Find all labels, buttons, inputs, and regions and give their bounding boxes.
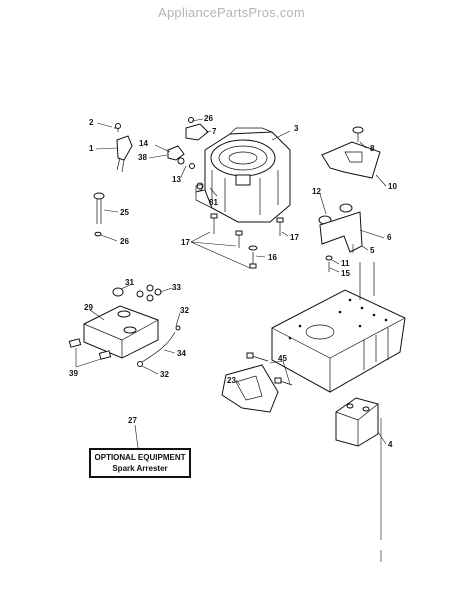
optional-equipment-title: OPTIONAL EQUIPMENT — [94, 453, 186, 462]
callout-3: 3 — [294, 124, 299, 133]
callout-4: 4 — [388, 440, 393, 449]
callout-39: 39 — [69, 369, 78, 378]
callout-17-left: 17 — [181, 238, 190, 247]
callout-15: 14 — [139, 139, 148, 148]
callout-34: 33 — [172, 283, 181, 292]
frame-plate — [271, 262, 406, 393]
callout-11: 11 — [341, 259, 350, 268]
callout-5: 5 — [370, 246, 375, 255]
engine-assembly — [195, 127, 291, 223]
callout-12: 15 — [341, 269, 350, 278]
fuel-fittings — [167, 117, 209, 193]
callout-6: 6 — [387, 233, 392, 242]
callout-17-right: 17 — [290, 233, 299, 242]
callout-81: 81 — [209, 198, 218, 207]
callout-27: 26 — [204, 114, 213, 123]
throttle-control — [114, 123, 133, 173]
leader-lines — [75, 118, 387, 562]
callout-45: 45 — [278, 354, 287, 363]
callout-38: 38 — [138, 153, 147, 162]
callout-14: 13 — [172, 175, 181, 184]
callout-32: 31 — [125, 278, 134, 287]
optional-kit-parts — [68, 284, 181, 367]
screw-and-washer — [93, 192, 105, 237]
callout-7: 7 — [212, 127, 217, 136]
site-watermark: AppliancePartsPros.com — [158, 5, 305, 20]
optional-equipment-box: OPTIONAL EQUIPMENT Spark Arrester — [89, 448, 191, 478]
engine-bolts — [210, 213, 284, 269]
spark-arrester-label: Spark Arrester — [112, 464, 168, 473]
heat-shield — [321, 126, 381, 179]
callout-2: 2 — [89, 118, 94, 127]
muffler-bracket — [318, 203, 363, 272]
callout-23: 23 — [227, 376, 236, 385]
mounting-bracket — [221, 352, 293, 413]
callout-26: 26 — [120, 237, 129, 246]
callout-1: 1 — [89, 144, 94, 153]
callout-31: 29 — [84, 303, 93, 312]
callout-13: 12 — [312, 187, 321, 196]
callout-33-top: 32 — [180, 306, 189, 315]
callout-29: 27 — [128, 416, 137, 425]
callout-16: 16 — [268, 253, 277, 262]
callout-8: 8 — [370, 144, 375, 153]
callout-10: 10 — [388, 182, 397, 191]
callout-37: 34 — [177, 349, 186, 358]
callout-33-bottom: 32 — [160, 370, 169, 379]
muffler — [335, 397, 379, 447]
callout-labels: 2 1 26 7 14 38 13 81 3 8 10 12 6 5 11 15… — [69, 114, 397, 449]
callout-25: 25 — [120, 208, 129, 217]
